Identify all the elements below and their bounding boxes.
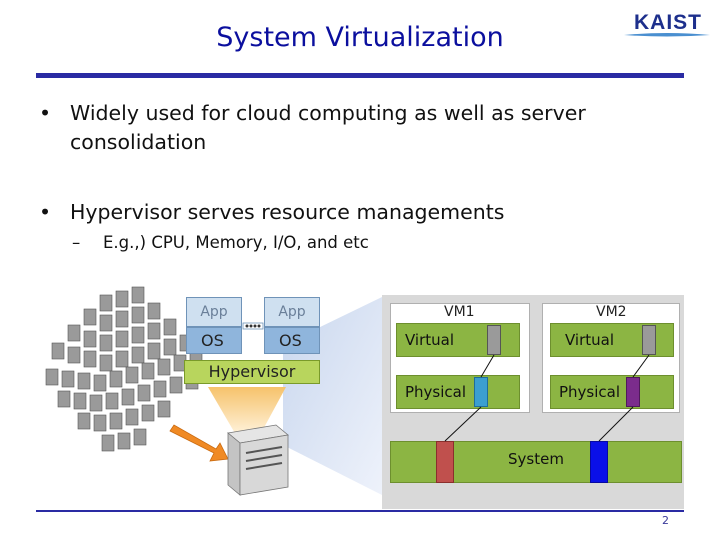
- bullet-marker: •: [39, 200, 52, 224]
- bullet-1-line1: Widely used for cloud computing as well …: [70, 101, 586, 125]
- page-number: 2: [662, 514, 669, 527]
- svg-text:KAIST: KAIST: [634, 11, 702, 34]
- bullet-2: • Hypervisor serves resource managements: [39, 198, 505, 227]
- vm1-virtual-chip: [487, 325, 501, 355]
- vm2-virtual-chip: [642, 325, 656, 355]
- sub-bullet-marker: –: [72, 233, 81, 252]
- vm1-label: VM1: [444, 304, 475, 320]
- kaist-logo: KAIST: [624, 11, 710, 37]
- server-rack-grid: [45, 286, 203, 452]
- ellipsis-icon: [242, 322, 264, 330]
- slide-title: System Virtualization: [216, 22, 504, 53]
- hypervisor-block: Hypervisor: [184, 360, 320, 384]
- mapping-lines: [444, 354, 650, 442]
- sub-bullet-text: E.g.,) CPU, Memory, I/O, and etc: [103, 233, 369, 252]
- vm-diagram-panel: VM1 VM2 Virtual Physical Virtual Physica…: [382, 295, 684, 509]
- consolidation-arrow-icon: [169, 424, 229, 462]
- vm1-physical-box: Physical: [396, 375, 520, 409]
- system-blue-chip: [590, 441, 608, 483]
- bullet-2-line1: Hypervisor serves resource managements: [70, 200, 505, 224]
- vm2-physical-chip: [626, 377, 640, 407]
- bullet-1-line2: consolidation: [70, 130, 207, 154]
- footer-rule: [36, 510, 684, 512]
- os-block-right: OS: [264, 327, 320, 354]
- vm2-physical-box: Physical: [550, 375, 674, 409]
- bullet-1: • Widely used for cloud computing as wel…: [39, 99, 586, 157]
- virtualization-stack: App App OS OS Hypervisor: [184, 296, 320, 386]
- server-tower-icon: [227, 424, 289, 496]
- bullet-marker: •: [39, 101, 52, 125]
- title-rule: [36, 73, 684, 78]
- system-red-chip: [436, 441, 454, 483]
- os-block-left: OS: [186, 327, 242, 354]
- hypervisor-glow: [208, 387, 286, 435]
- app-block-right: App: [264, 297, 320, 327]
- vm1-physical-chip: [474, 377, 488, 407]
- sub-bullet: – E.g.,) CPU, Memory, I/O, and etc: [72, 233, 369, 252]
- app-block-left: App: [186, 297, 242, 327]
- vm2-label: VM2: [596, 304, 627, 320]
